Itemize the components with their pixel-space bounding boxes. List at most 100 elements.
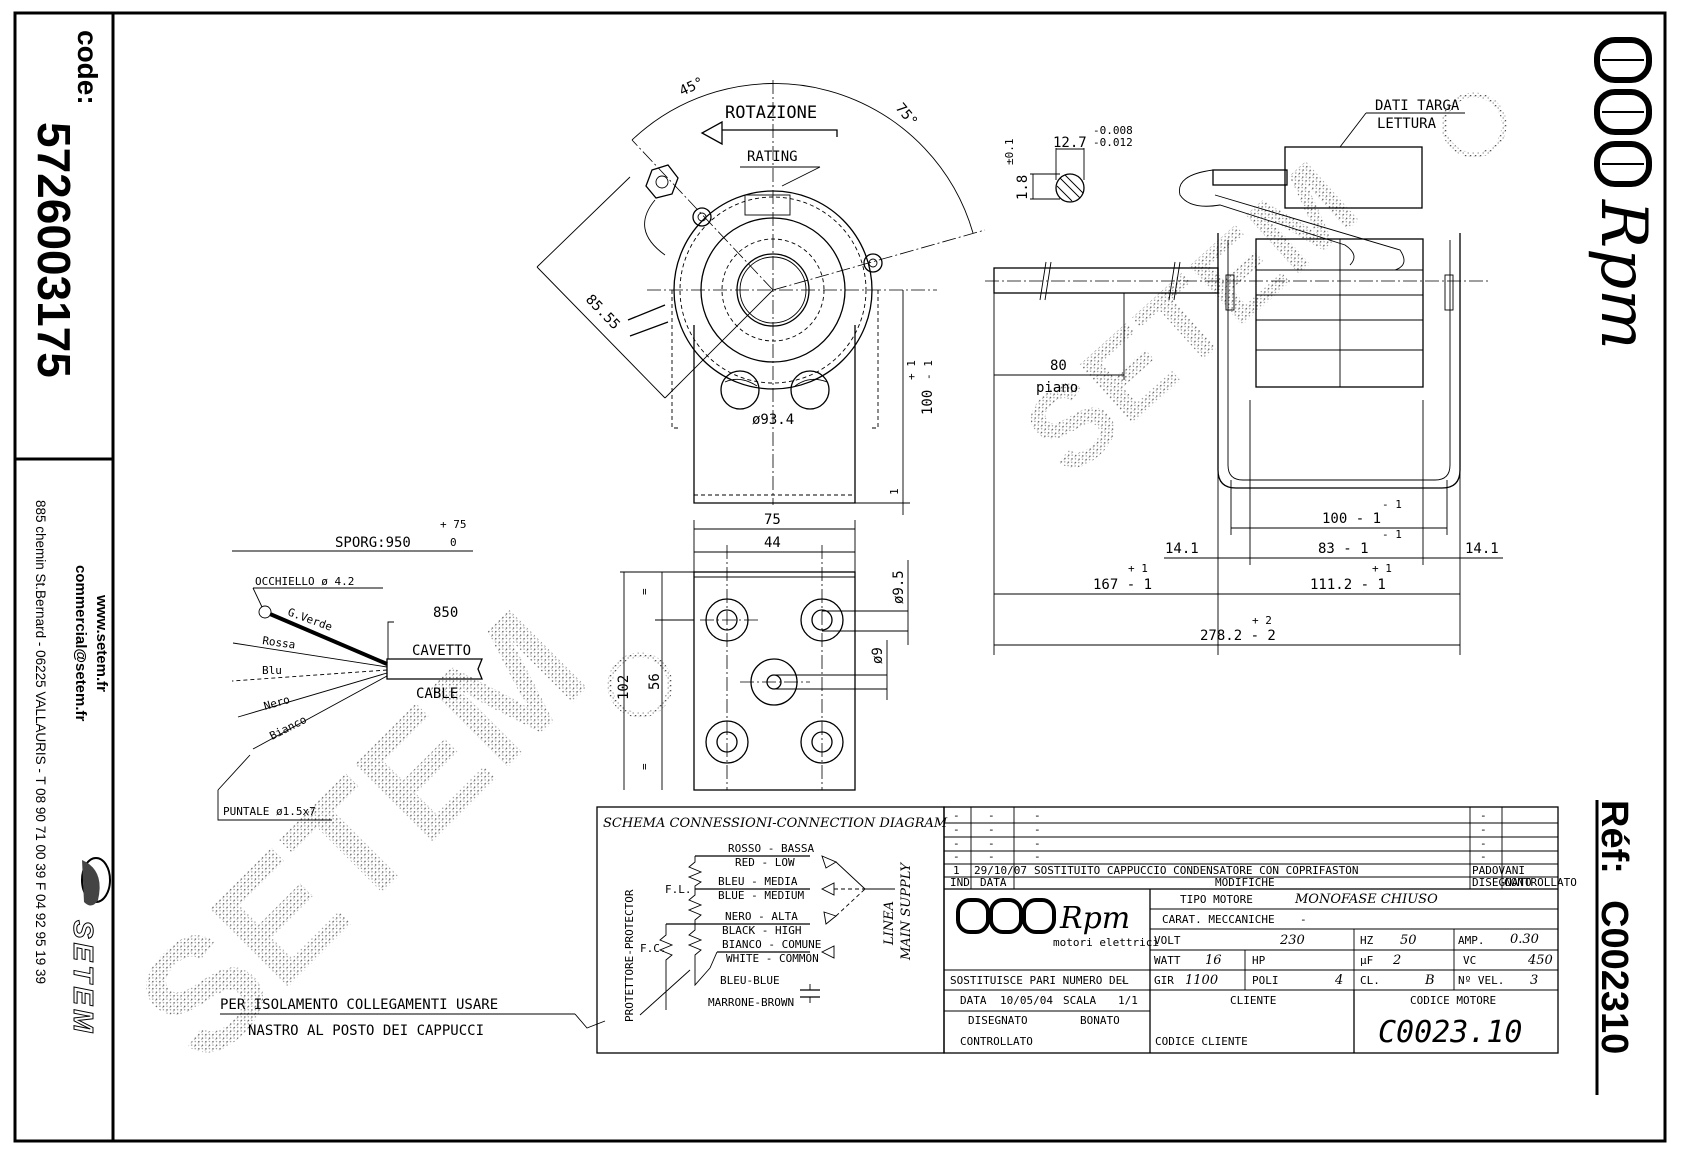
rev-drawn: - <box>1480 823 1487 836</box>
dim-shaft-flat-tol: ±0.1 <box>1003 139 1016 166</box>
rev-drawn: - <box>1480 837 1487 850</box>
ref-label: Réf: <box>1593 800 1635 874</box>
hz-label: HZ <box>1360 934 1374 947</box>
setem-logo-icon <box>81 857 111 906</box>
rev-desc: SOSTITUITO CAPPUCCIO CONDENSATORE CON CO… <box>1034 864 1359 877</box>
brown-wire-label: MARRONE-BROWN <box>708 996 794 1009</box>
rev-date: - <box>988 823 995 836</box>
address-text: 885 chemin St.Bernard - 06225 VALLAURIS … <box>33 500 48 984</box>
date-value: 10/05/04 <box>1000 994 1053 1007</box>
rev-ind: 1 <box>953 864 960 877</box>
dim-side-167-tol: + 1 <box>1128 562 1148 575</box>
dim-flat-80: 80 <box>1050 358 1067 374</box>
rev-date: - <box>988 809 995 822</box>
rev-ind: - <box>953 837 960 850</box>
drawing-border <box>13 11 1667 1143</box>
line-label-en: MAIN SUPPLY <box>899 862 914 961</box>
date-label: DATA <box>960 994 987 1007</box>
dim-height-100: 100 <box>920 390 936 415</box>
rev-drawn: - <box>1480 850 1487 863</box>
connection-diagram-title: SCHEMA CONNESSIONI-CONNECTION DIAGRAM <box>603 816 948 831</box>
watermark-stamp <box>1441 92 1507 158</box>
poli-label: POLI <box>1252 974 1279 987</box>
header-controllato: CONTROLLATO <box>1504 876 1577 889</box>
rev-ind: - <box>953 823 960 836</box>
setem-brand: SETEM <box>68 920 99 1036</box>
dim-plate-75: 75 <box>764 512 781 528</box>
protector-label: PROTETTORE-PROTECTOR <box>623 889 636 1022</box>
fl-label: F.L. <box>665 883 692 896</box>
wire-label: Rossa <box>262 634 297 651</box>
scale-label: SCALA <box>1063 994 1096 1007</box>
email-text: commercial@setem.fr <box>72 565 89 722</box>
rev-desc: - <box>1034 850 1041 863</box>
wire-en: WHITE - COMMON <box>726 952 819 965</box>
wire-it: BLEU - MEDIA <box>718 875 798 888</box>
wire-label: Nero <box>262 693 291 713</box>
gir-label: GIR <box>1154 974 1174 987</box>
client-label: CLIENTE <box>1230 994 1276 1007</box>
header-modifiche: MODIFICHE <box>1215 876 1275 889</box>
header-data: DATA <box>980 876 1007 889</box>
scale-value: 1/1 <box>1118 994 1138 1007</box>
sostituisce-label: SOSTITUISCE PARI NUMERO DEL <box>950 974 1129 987</box>
motor-type-label: TIPO MOTORE <box>1180 893 1253 906</box>
dim-side-83: 83 - 1 <box>1318 541 1369 557</box>
gir-value: 1100 <box>1185 973 1218 988</box>
rev-drawn: PADOVANI <box>1472 864 1525 877</box>
cable-drawing: SPORG:950 + 75 0 OCCHIELLO ø 4.2 850 CAV… <box>217 518 606 1039</box>
wire-it: NERO - ALTA <box>725 910 798 923</box>
dim-85-55: 85.55 <box>582 292 623 333</box>
rpm-motori-logo-icon <box>956 898 1056 934</box>
rev-desc: - <box>1034 837 1041 850</box>
wire-en: RED - LOW <box>735 856 795 869</box>
dim-height-tol-plus: + 1 <box>905 360 918 380</box>
watt-value: 16 <box>1205 953 1222 968</box>
watt-label: WATT <box>1154 954 1181 967</box>
dim-shaft-flat: 1.8 <box>1015 175 1031 200</box>
wire-en: BLACK - HIGH <box>722 924 801 937</box>
dim-side-100: 100 - 1 <box>1322 511 1381 527</box>
fc-label: F.C. <box>640 942 667 955</box>
client-code-label: CODICE CLIENTE <box>1155 1035 1248 1048</box>
terminal-triangle-icon <box>821 855 837 869</box>
sostituisce-value: - <box>1120 974 1127 987</box>
line-label-it: LINEA <box>882 901 897 946</box>
watermark-main: SETEM <box>102 578 618 1094</box>
rev-date: 29/10/07 <box>974 864 1027 877</box>
rating-label: RATING <box>747 149 798 165</box>
rev-ind: - <box>953 809 960 822</box>
uf-value: 2 <box>1392 953 1401 968</box>
terminal-triangle-icon <box>823 911 837 925</box>
dim-side-167: 167 - 1 <box>1093 577 1152 593</box>
dim-height-tol-minus: - 1 <box>922 360 935 380</box>
title-block: - - - - - - - - - - - - - - - - 1 29/10/… <box>943 806 1577 1054</box>
cable-overhang-tol-zero: 0 <box>450 536 457 549</box>
left-info-column: code: 5726003175 www.setem.fr commercial… <box>15 13 115 1141</box>
eyelet-label: OCCHIELLO ø 4.2 <box>255 575 354 588</box>
dim-shaft-tol-upper: -0.008 <box>1093 124 1133 137</box>
flat-label: piano <box>1036 380 1078 396</box>
vel-label: Nº VEL. <box>1458 974 1504 987</box>
motor-type-value: MONOFASE CHIUSO <box>1294 892 1438 907</box>
right-info-column: Rpm Réf: C002310 <box>1586 37 1660 1095</box>
hp-label: HP <box>1252 954 1266 967</box>
side-view: DATI TARGA LETTURA 80 piano 100 - 1 - 1 … <box>985 98 1503 655</box>
dim-side-278: 278.2 - 2 <box>1200 628 1276 644</box>
amp-value: 0.30 <box>1510 932 1539 947</box>
terminal-triangle-icon <box>820 945 835 959</box>
drawn-by-value: BONATO <box>1080 1014 1120 1027</box>
connection-diagram: SCHEMA CONNESSIONI-CONNECTION DIAGRAM RO… <box>596 806 948 1054</box>
mech-char-label: CARAT. MECCANICHE <box>1162 913 1275 926</box>
wire-label: Blu <box>262 664 282 677</box>
title-logo-subtitle: motori elettrici <box>1053 936 1159 949</box>
cl-value: B <box>1424 973 1435 988</box>
header-ind: IND <box>950 876 970 889</box>
ref-value: C002310 <box>1593 900 1635 1054</box>
dim-side-278-tol: + 2 <box>1252 614 1272 627</box>
uf-label: µF <box>1360 954 1373 967</box>
dim-side-83-tol: - 1 <box>1382 528 1402 541</box>
rev-date: - <box>988 837 995 850</box>
insulation-note-2: NASTRO AL POSTO DEI CAPPUCCI <box>248 1023 484 1039</box>
